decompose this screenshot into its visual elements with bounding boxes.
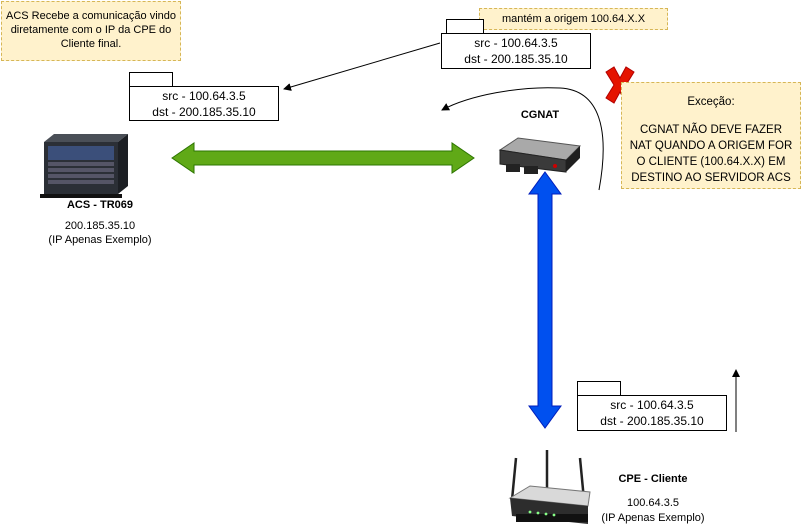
exception-body: CGNAT NÃO DEVE FAZER NAT QUANDO A ORIGEM… (629, 124, 793, 184)
packet-dst: dst - 200.185.35.10 (464, 52, 568, 66)
exception-note: Exceção: CGNAT NÃO DEVE FAZER NAT QUANDO… (621, 82, 801, 189)
acs-name: ACS - TR069 (66, 199, 134, 211)
cpe-name: CPE - Cliente (618, 473, 688, 485)
packet-src: src - 100.64.3.5 (610, 398, 694, 412)
packet-src: src - 100.64.3.5 (162, 89, 246, 103)
nat-path-curve (441, 87, 604, 191)
cpe-ip-note: (IP Apenas Exemplo) (601, 512, 705, 524)
packet-bottom: src - 100.64.3.5 dst - 200.185.35.10 (577, 395, 727, 431)
acs-receive-note: ACS Recebe a comunicação vindo diretamen… (1, 1, 181, 61)
acs-ip-note: (IP Apenas Exemplo) (48, 234, 152, 246)
cgnat-router-icon (498, 137, 582, 174)
packet-tab (129, 72, 173, 87)
server-icon (40, 134, 128, 198)
blue-double-arrow (528, 171, 562, 429)
packet-dst: dst - 200.185.35.10 (600, 414, 704, 428)
packet-top: src - 100.64.3.5 dst - 200.185.35.10 (441, 33, 591, 69)
acs-receive-text: ACS Recebe a comunicação vindo diretamen… (6, 10, 176, 50)
keep-origin-note: mantém a origem 100.64.X.X (479, 8, 668, 30)
cgnat-label: CGNAT (520, 109, 560, 121)
keep-origin-text: mantém a origem 100.64.X.X (501, 13, 646, 25)
acs-ip: 200.185.35.10 (64, 220, 136, 232)
exception-title: Exceção: (687, 96, 735, 108)
packet-tab (577, 381, 621, 396)
packet-tab (446, 19, 484, 34)
packet-left: src - 100.64.3.5 dst - 200.185.35.10 (129, 86, 279, 121)
packet-dst: dst - 200.185.35.10 (152, 105, 256, 119)
packet-src: src - 100.64.3.5 (474, 36, 558, 50)
cpe-ip: 100.64.3.5 (627, 497, 679, 509)
forward-arrow (283, 42, 441, 91)
green-double-arrow (171, 142, 475, 174)
wifi-router-icon (508, 450, 591, 524)
